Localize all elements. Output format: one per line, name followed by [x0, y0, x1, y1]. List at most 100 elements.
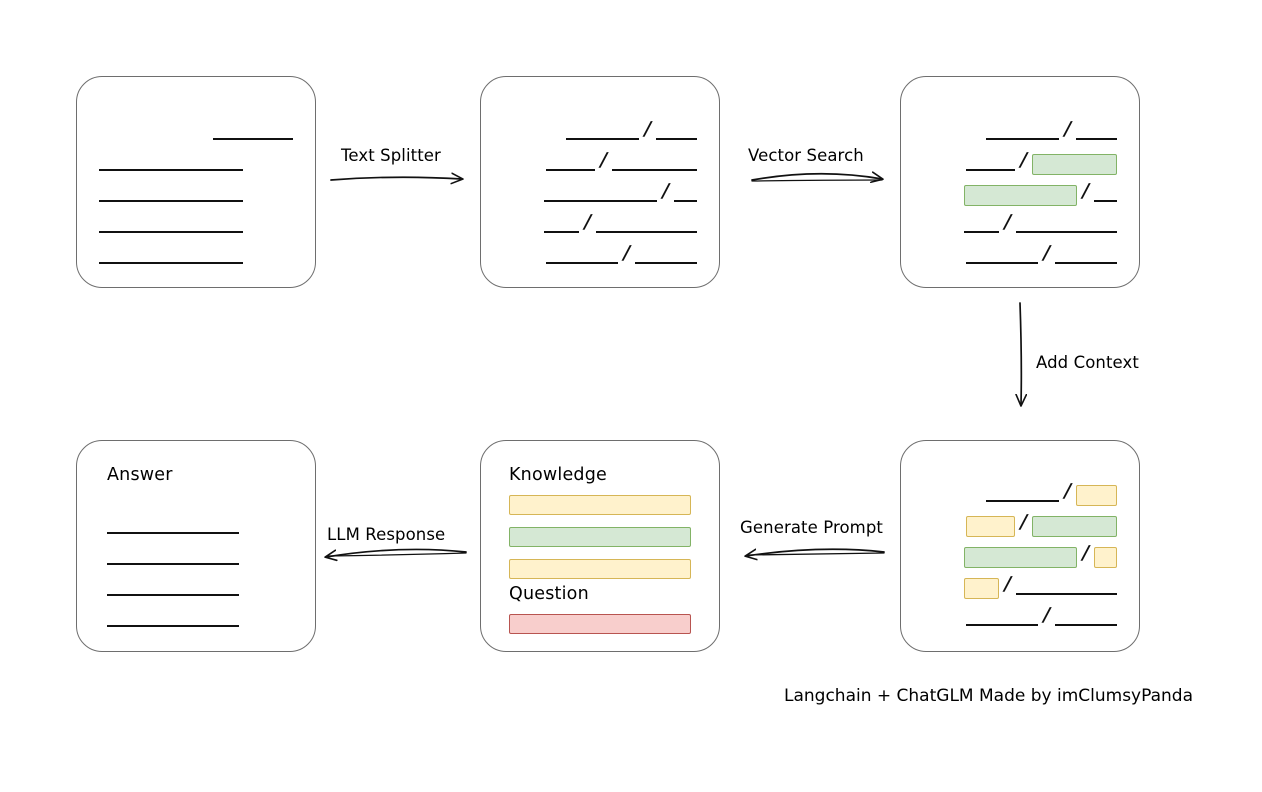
split-document-lines: / / / / /	[481, 109, 719, 264]
context-document-box[interactable]: / / / / /	[900, 440, 1140, 652]
text-line-segment	[107, 562, 239, 565]
arrow-label-add-context: Add Context	[1036, 353, 1139, 372]
slash-separator: /	[1079, 180, 1092, 202]
prompt-bar-green	[509, 527, 691, 547]
document-line: /	[923, 171, 1117, 206]
slash-separator: /	[597, 149, 610, 171]
slash-separator: /	[1001, 211, 1014, 233]
slash-separator: /	[581, 211, 594, 233]
document-line	[107, 565, 285, 596]
text-line-segment	[634, 261, 697, 264]
document-line: /	[923, 595, 1117, 626]
slash-separator: /	[642, 118, 654, 140]
arrow-llm-response	[326, 548, 467, 557]
text-line-segment	[985, 499, 1060, 502]
highlight-chip-green	[1031, 154, 1117, 175]
text-line-segment	[673, 199, 697, 202]
arrow-add-context	[1020, 302, 1021, 405]
arrow-vector-search	[751, 174, 882, 181]
document-line	[99, 140, 293, 171]
text-line-segment	[546, 168, 595, 171]
document-line	[107, 596, 285, 627]
document-line: /	[503, 171, 697, 202]
question-bars	[481, 614, 719, 634]
arrow-text-splitter	[330, 177, 462, 180]
answer-label: Answer	[107, 465, 173, 485]
text-line-segment	[213, 137, 293, 140]
slash-separator: /	[659, 180, 672, 202]
text-line-segment	[611, 168, 697, 171]
slash-separator: /	[1001, 573, 1014, 595]
text-line-segment	[565, 137, 640, 140]
text-line-segment	[1093, 199, 1117, 202]
document-line: /	[503, 140, 697, 171]
prompt-document-box[interactable]: Knowledge Question	[480, 440, 720, 652]
text-line-segment	[985, 137, 1060, 140]
prompt-bar-red	[509, 614, 691, 634]
arrow-label-vector-search: Vector Search	[748, 146, 864, 165]
text-line-segment	[544, 199, 657, 202]
text-line-segment	[1054, 261, 1117, 264]
slash-separator: /	[1017, 511, 1030, 533]
text-line-segment	[546, 261, 618, 264]
text-line-segment	[107, 531, 239, 534]
highlight-chip-yellow	[966, 516, 1015, 537]
highlight-chip-yellow	[964, 578, 1000, 599]
arrow-label-text-splitter: Text Splitter	[341, 146, 441, 165]
text-line-segment	[1054, 623, 1117, 626]
highlight-chip-green	[964, 547, 1077, 568]
highlight-chip-green	[964, 185, 1077, 206]
context-document-lines: / / / / /	[901, 471, 1139, 626]
text-line-segment	[99, 199, 243, 202]
text-line-segment	[544, 230, 580, 233]
document-line	[107, 534, 285, 565]
text-line-segment	[966, 168, 1015, 171]
slash-separator: /	[1062, 118, 1074, 140]
text-line-segment	[596, 230, 697, 233]
matched-document-lines: /////	[901, 109, 1139, 264]
text-line-segment	[966, 623, 1038, 626]
text-line-segment	[107, 593, 239, 596]
document-line	[99, 233, 293, 264]
matched-document-box[interactable]: /////	[900, 76, 1140, 288]
arrow-generate-prompt	[746, 548, 885, 556]
highlight-chip-yellow	[1093, 547, 1117, 568]
text-line-segment	[966, 261, 1038, 264]
text-line-segment	[964, 230, 1000, 233]
source-document-lines	[77, 109, 315, 264]
document-line: /	[503, 109, 697, 140]
knowledge-bars	[481, 495, 719, 579]
document-line: /	[923, 564, 1117, 599]
slash-separator: /	[1040, 604, 1053, 626]
arrow-label-generate-prompt: Generate Prompt	[740, 518, 883, 537]
source-document-box[interactable]	[76, 76, 316, 288]
slash-separator: /	[620, 242, 633, 264]
text-line-segment	[1016, 230, 1117, 233]
text-line-segment	[99, 261, 243, 264]
diagram-caption: Langchain + ChatGLM Made by imClumsyPand…	[784, 686, 1193, 706]
text-line-segment	[656, 137, 697, 140]
document-line: /	[923, 140, 1117, 175]
split-document-box[interactable]: / / / / /	[480, 76, 720, 288]
document-line: /	[923, 533, 1117, 568]
question-label: Question	[509, 584, 589, 604]
document-line: /	[923, 471, 1117, 506]
document-line	[107, 503, 285, 534]
answer-document-box[interactable]: Answer	[76, 440, 316, 652]
knowledge-label: Knowledge	[509, 465, 607, 485]
text-line-segment	[99, 230, 243, 233]
document-line: /	[923, 502, 1117, 537]
highlight-chip-green	[1031, 516, 1117, 537]
document-line	[99, 202, 293, 233]
text-line-segment	[1016, 592, 1117, 595]
text-line-segment	[107, 624, 239, 627]
slash-separator: /	[1079, 542, 1092, 564]
slash-separator: /	[1017, 149, 1030, 171]
prompt-bar-yellow	[509, 495, 691, 515]
document-line	[99, 171, 293, 202]
document-line: /	[503, 202, 697, 233]
document-line: /	[923, 233, 1117, 264]
document-line: /	[503, 233, 697, 264]
arrow-label-llm-response: LLM Response	[327, 525, 446, 544]
